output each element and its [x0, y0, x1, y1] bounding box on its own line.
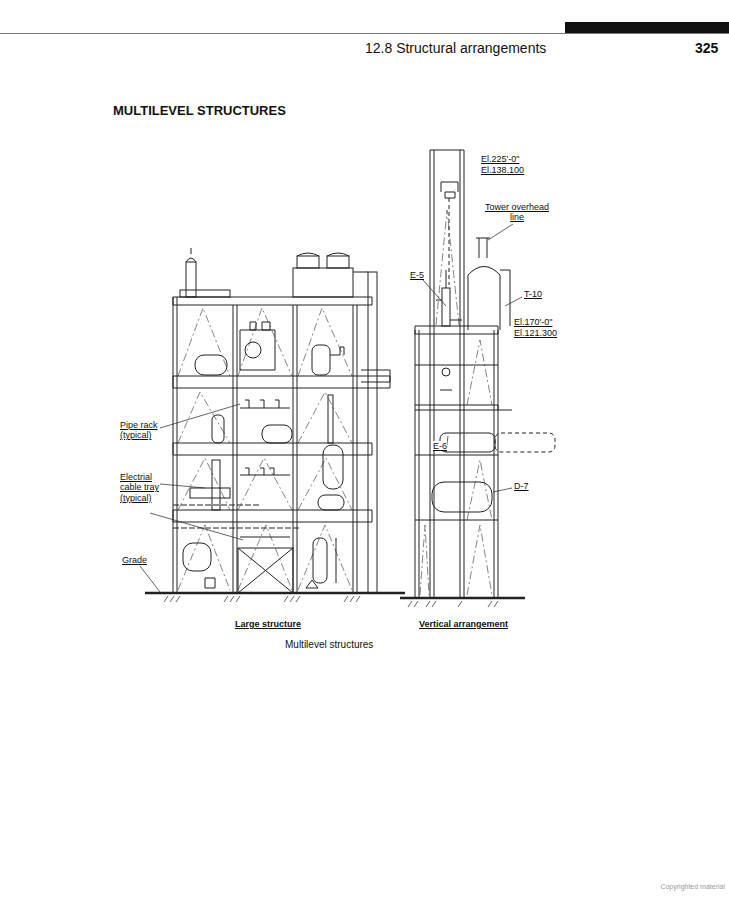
leader-lines	[140, 224, 522, 592]
elevation-label: El.170'-0"	[514, 317, 552, 327]
elevation-label: El.138.100	[481, 165, 524, 175]
equipment-tag: E-6	[433, 441, 447, 451]
elevation-label: El.225'-0"	[481, 154, 519, 164]
large-structure	[145, 248, 405, 602]
bracing-lines	[420, 210, 492, 595]
callout-label: Electrial cable tray (typical)	[120, 472, 176, 503]
section-header: 12.8 Structural arrangements	[365, 40, 546, 56]
header-bar	[565, 22, 729, 33]
view-label: Vertical arrangement	[419, 619, 508, 629]
view-label: Large structure	[235, 619, 301, 629]
bracing-lines	[178, 308, 352, 590]
equipment-tag: D-7	[514, 481, 529, 491]
elevation-label: El.121.300	[514, 328, 557, 338]
equipment-tag: E-5	[410, 270, 424, 280]
figure-caption: Multilevel structures	[285, 639, 373, 651]
vertical-arrangement	[400, 150, 555, 607]
callout-label: Pipe rack (typical)	[120, 420, 170, 441]
callout-label: Grade	[122, 555, 147, 565]
page-number: 325	[695, 40, 718, 56]
equipment-tag: T-10	[524, 289, 542, 299]
line-label: Tower overhead line	[484, 202, 550, 223]
header-rule	[0, 33, 729, 34]
page-title: MULTILEVEL STRUCTURES	[113, 104, 286, 119]
watermark: Copyrighted material	[660, 883, 725, 891]
